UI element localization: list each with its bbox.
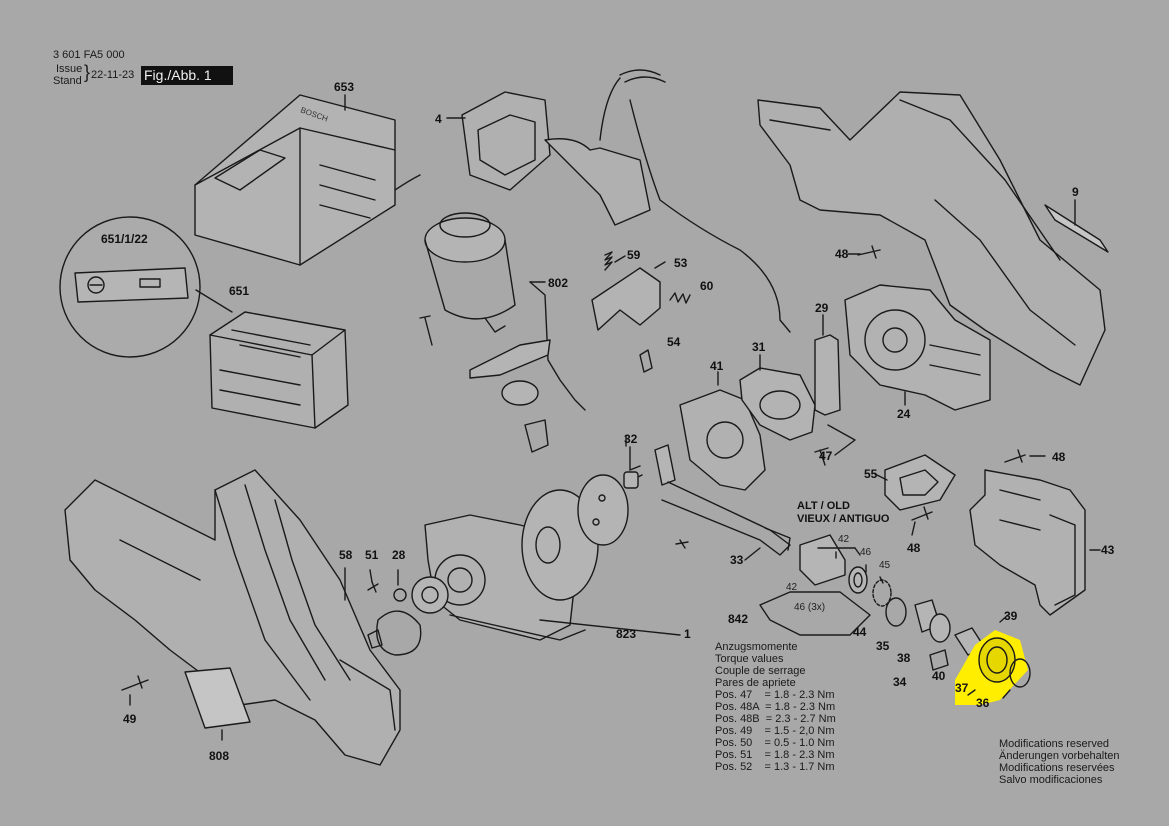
motor-802[interactable] bbox=[424, 212, 516, 333]
figure-label: Fig./Abb. 1 bbox=[141, 66, 233, 85]
callout-41[interactable]: 41 bbox=[710, 359, 724, 373]
gear-wheel[interactable] bbox=[521, 474, 629, 601]
callout-802[interactable]: 802 bbox=[548, 276, 569, 290]
callout-31[interactable]: 31 bbox=[752, 340, 766, 354]
callout-37[interactable]: 37 bbox=[955, 681, 969, 695]
callout-24[interactable]: 24 bbox=[897, 407, 911, 421]
torque-row: Pos. 48A = 1.8 - 2.3 Nm bbox=[715, 701, 836, 713]
spring-60[interactable] bbox=[669, 292, 691, 304]
torque-row: Pos. 49 = 1.5 - 2,0 Nm bbox=[715, 725, 835, 737]
callout-34[interactable]: 34 bbox=[893, 675, 907, 689]
torque-row: Pos. 48B = 2.3 - 2.7 Nm bbox=[715, 713, 836, 725]
label-42-top: 42 bbox=[838, 534, 850, 545]
housing-shell-808[interactable] bbox=[64, 469, 401, 766]
housing-half-9[interactable] bbox=[757, 91, 1106, 386]
label-46-3x: 46 (3x) bbox=[794, 602, 826, 613]
callout-38[interactable]: 38 bbox=[897, 651, 911, 665]
callout-48-mid[interactable]: 48 bbox=[907, 541, 921, 555]
callout-33[interactable]: 33 bbox=[730, 553, 744, 567]
modifications-en: Modifications reserved bbox=[999, 738, 1110, 750]
ring-36[interactable] bbox=[1009, 658, 1031, 688]
label-45: 45 bbox=[879, 560, 891, 571]
torque-row: Pos. 50 = 0.5 - 1.0 Nm bbox=[715, 737, 835, 749]
callout-823[interactable]: 823 bbox=[616, 627, 637, 641]
plate-31[interactable] bbox=[739, 367, 816, 441]
callout-58[interactable]: 58 bbox=[339, 548, 353, 562]
alt-old-label-line2: VIEUX / ANTIGUO bbox=[797, 513, 890, 525]
callout-60[interactable]: 60 bbox=[700, 279, 714, 293]
torque-row: Pos. 47 = 1.8 - 2.3 Nm bbox=[715, 689, 835, 701]
callout-54[interactable]: 54 bbox=[667, 335, 681, 349]
ring-44[interactable] bbox=[885, 597, 907, 627]
torque-values-table: Anzugsmomente Torque values Couple de se… bbox=[715, 641, 836, 773]
callout-48-right[interactable]: 48 bbox=[1052, 450, 1066, 464]
stand-label: Stand bbox=[53, 75, 82, 87]
callout-653[interactable]: 653 bbox=[334, 80, 355, 94]
ring-46[interactable] bbox=[848, 566, 868, 594]
callout-43[interactable]: 43 bbox=[1101, 543, 1115, 557]
callout-48-top[interactable]: 48 bbox=[835, 247, 849, 261]
callout-53[interactable]: 53 bbox=[674, 256, 688, 270]
charger-part-653[interactable]: BOSCH bbox=[194, 94, 421, 266]
torque-title-fr: Couple de serrage bbox=[715, 665, 806, 677]
electronics-module-4[interactable] bbox=[461, 69, 791, 333]
callout-49[interactable]: 49 bbox=[123, 712, 137, 726]
callout-651[interactable]: 651 bbox=[229, 284, 250, 298]
modifications-fr: Modifications reservées bbox=[999, 762, 1115, 774]
spring-59[interactable] bbox=[604, 251, 613, 271]
alt-old-label-line1: ALT / OLD bbox=[797, 500, 850, 512]
callout-1[interactable]: 1 bbox=[684, 627, 691, 641]
plunger-33[interactable] bbox=[654, 444, 791, 556]
pin-54[interactable] bbox=[639, 349, 653, 373]
torque-row: Pos. 51 = 1.8 - 2.3 Nm bbox=[715, 749, 835, 761]
pad-55[interactable] bbox=[884, 454, 956, 511]
torque-title-en: Torque values bbox=[715, 653, 784, 665]
pin-34[interactable] bbox=[929, 649, 949, 671]
callout-39[interactable]: 39 bbox=[1004, 609, 1018, 623]
callout-808[interactable]: 808 bbox=[209, 749, 230, 763]
torque-row: Pos. 52 = 1.3 - 1.7 Nm bbox=[715, 761, 835, 773]
issue-date: 22-11-23 bbox=[91, 69, 135, 81]
document-number: 3 601 FA5 000 bbox=[53, 49, 125, 61]
label-46-top: 46 bbox=[860, 547, 872, 558]
torque-title-es: Pares de apriete bbox=[715, 677, 796, 689]
label-inset-circle-651-1-22[interactable] bbox=[59, 216, 201, 358]
plate-41[interactable] bbox=[679, 389, 766, 491]
callout-47[interactable]: 47 bbox=[819, 449, 833, 463]
battery-pack-651[interactable] bbox=[209, 311, 349, 429]
callout-55[interactable]: 55 bbox=[864, 467, 878, 481]
callout-32[interactable]: 32 bbox=[624, 432, 638, 446]
switch-bracket-53[interactable] bbox=[591, 267, 661, 331]
callout-28[interactable]: 28 bbox=[392, 548, 406, 562]
modifications-de: Änderungen vorbehalten bbox=[999, 750, 1120, 762]
issue-label: Issue bbox=[56, 63, 83, 75]
callout-29[interactable]: 29 bbox=[815, 301, 829, 315]
modifications-note: Modifications reserved Änderungen vorbeh… bbox=[999, 738, 1119, 786]
callout-9[interactable]: 9 bbox=[1072, 185, 1079, 199]
callout-51[interactable]: 51 bbox=[365, 548, 379, 562]
callout-44[interactable]: 44 bbox=[853, 625, 867, 639]
guard-plate-43[interactable] bbox=[969, 469, 1086, 616]
sticker-808[interactable] bbox=[184, 667, 251, 729]
torque-title-de: Anzugsmomente bbox=[715, 641, 798, 653]
callout-35[interactable]: 35 bbox=[876, 639, 890, 653]
gear-housing-24[interactable] bbox=[844, 284, 991, 411]
bracket-29[interactable] bbox=[814, 334, 841, 416]
callout-842[interactable]: 842 bbox=[728, 612, 749, 626]
callout-59[interactable]: 59 bbox=[627, 248, 641, 262]
callout-40[interactable]: 40 bbox=[932, 669, 946, 683]
bearing-38[interactable] bbox=[929, 613, 951, 643]
callout-36[interactable]: 36 bbox=[976, 696, 990, 710]
callout-4[interactable]: 4 bbox=[435, 112, 442, 126]
brace: } bbox=[84, 62, 91, 82]
label-42-bottom: 42 bbox=[786, 582, 798, 593]
callout-651-1-22[interactable]: 651/1/22 bbox=[101, 232, 148, 246]
modifications-es: Salvo modificaciones bbox=[999, 774, 1103, 786]
